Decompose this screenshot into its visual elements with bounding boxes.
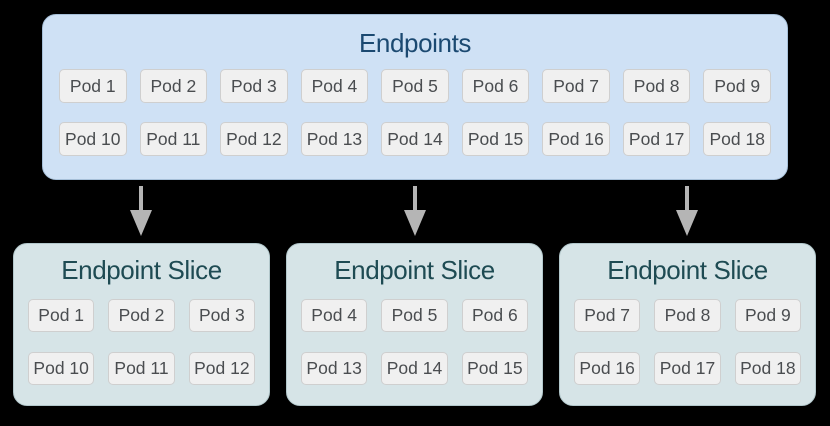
pod-chip: Pod 16 (574, 352, 641, 385)
pod-chip: Pod 10 (59, 122, 127, 156)
endpoints-box: Endpoints Pod 1 Pod 2 Pod 3 Pod 4 Pod 5 … (42, 14, 788, 180)
pod-chip: Pod 12 (188, 352, 255, 385)
pod-chip: Pod 18 (734, 352, 801, 385)
pod-chip: Pod 11 (139, 122, 208, 156)
pod-chip: Pod 6 (461, 299, 528, 332)
slice-pod-grid: Pod 4 Pod 5 Pod 6 Pod 13 Pod 14 Pod 15 (301, 299, 528, 385)
pod-chip: Pod 9 (734, 299, 801, 332)
pod-chip: Pod 13 (301, 352, 368, 385)
pod-chip: Pod 15 (461, 352, 528, 385)
pod-chip: Pod 1 (28, 299, 95, 332)
endpoint-slice-box-1: Endpoint Slice Pod 1 Pod 2 Pod 3 Pod 10 … (13, 243, 270, 406)
pod-chip: Pod 16 (542, 122, 610, 156)
pod-chip: Pod 6 (461, 69, 530, 103)
endpoint-slice-box-2: Endpoint Slice Pod 4 Pod 5 Pod 6 Pod 13 … (286, 243, 543, 406)
pod-chip: Pod 13 (300, 122, 369, 156)
pod-chip: Pod 2 (108, 299, 175, 332)
down-arrow-icon (404, 186, 426, 236)
slice-pod-grid: Pod 7 Pod 8 Pod 9 Pod 16 Pod 17 Pod 18 (574, 299, 801, 385)
pod-chip: Pod 1 (59, 69, 127, 103)
pod-chip: Pod 11 (108, 352, 175, 385)
pod-chip: Pod 3 (220, 69, 288, 103)
pod-chip: Pod 7 (542, 69, 610, 103)
pod-chip: Pod 14 (381, 122, 449, 156)
pod-chip: Pod 5 (381, 299, 448, 332)
down-arrow-icon (676, 186, 698, 236)
down-arrow-icon (130, 186, 152, 236)
endpoint-slice-title: Endpoint Slice (61, 255, 222, 285)
pod-chip: Pod 5 (381, 69, 449, 103)
pod-chip: Pod 8 (622, 69, 691, 103)
pod-chip: Pod 9 (703, 69, 771, 103)
endpoint-slice-title: Endpoint Slice (607, 255, 768, 285)
slice-pod-grid: Pod 1 Pod 2 Pod 3 Pod 10 Pod 11 Pod 12 (28, 299, 255, 385)
pod-chip: Pod 18 (703, 122, 771, 156)
pod-chip: Pod 15 (461, 122, 530, 156)
pod-chip: Pod 14 (381, 352, 448, 385)
endpoint-slice-title: Endpoint Slice (334, 255, 495, 285)
pod-chip: Pod 17 (622, 122, 691, 156)
endpoints-pod-grid: Pod 1 Pod 2 Pod 3 Pod 4 Pod 5 Pod 6 Pod … (59, 69, 771, 156)
pod-chip: Pod 4 (300, 69, 369, 103)
pod-chip: Pod 3 (188, 299, 255, 332)
pod-chip: Pod 4 (301, 299, 368, 332)
pod-chip: Pod 12 (220, 122, 288, 156)
pod-chip: Pod 8 (654, 299, 721, 332)
pod-chip: Pod 7 (574, 299, 641, 332)
endpoints-title: Endpoints (358, 28, 472, 58)
endpoint-slice-box-3: Endpoint Slice Pod 7 Pod 8 Pod 9 Pod 16 … (559, 243, 816, 406)
pod-chip: Pod 2 (139, 69, 208, 103)
pod-chip: Pod 10 (28, 352, 95, 385)
pod-chip: Pod 17 (654, 352, 721, 385)
